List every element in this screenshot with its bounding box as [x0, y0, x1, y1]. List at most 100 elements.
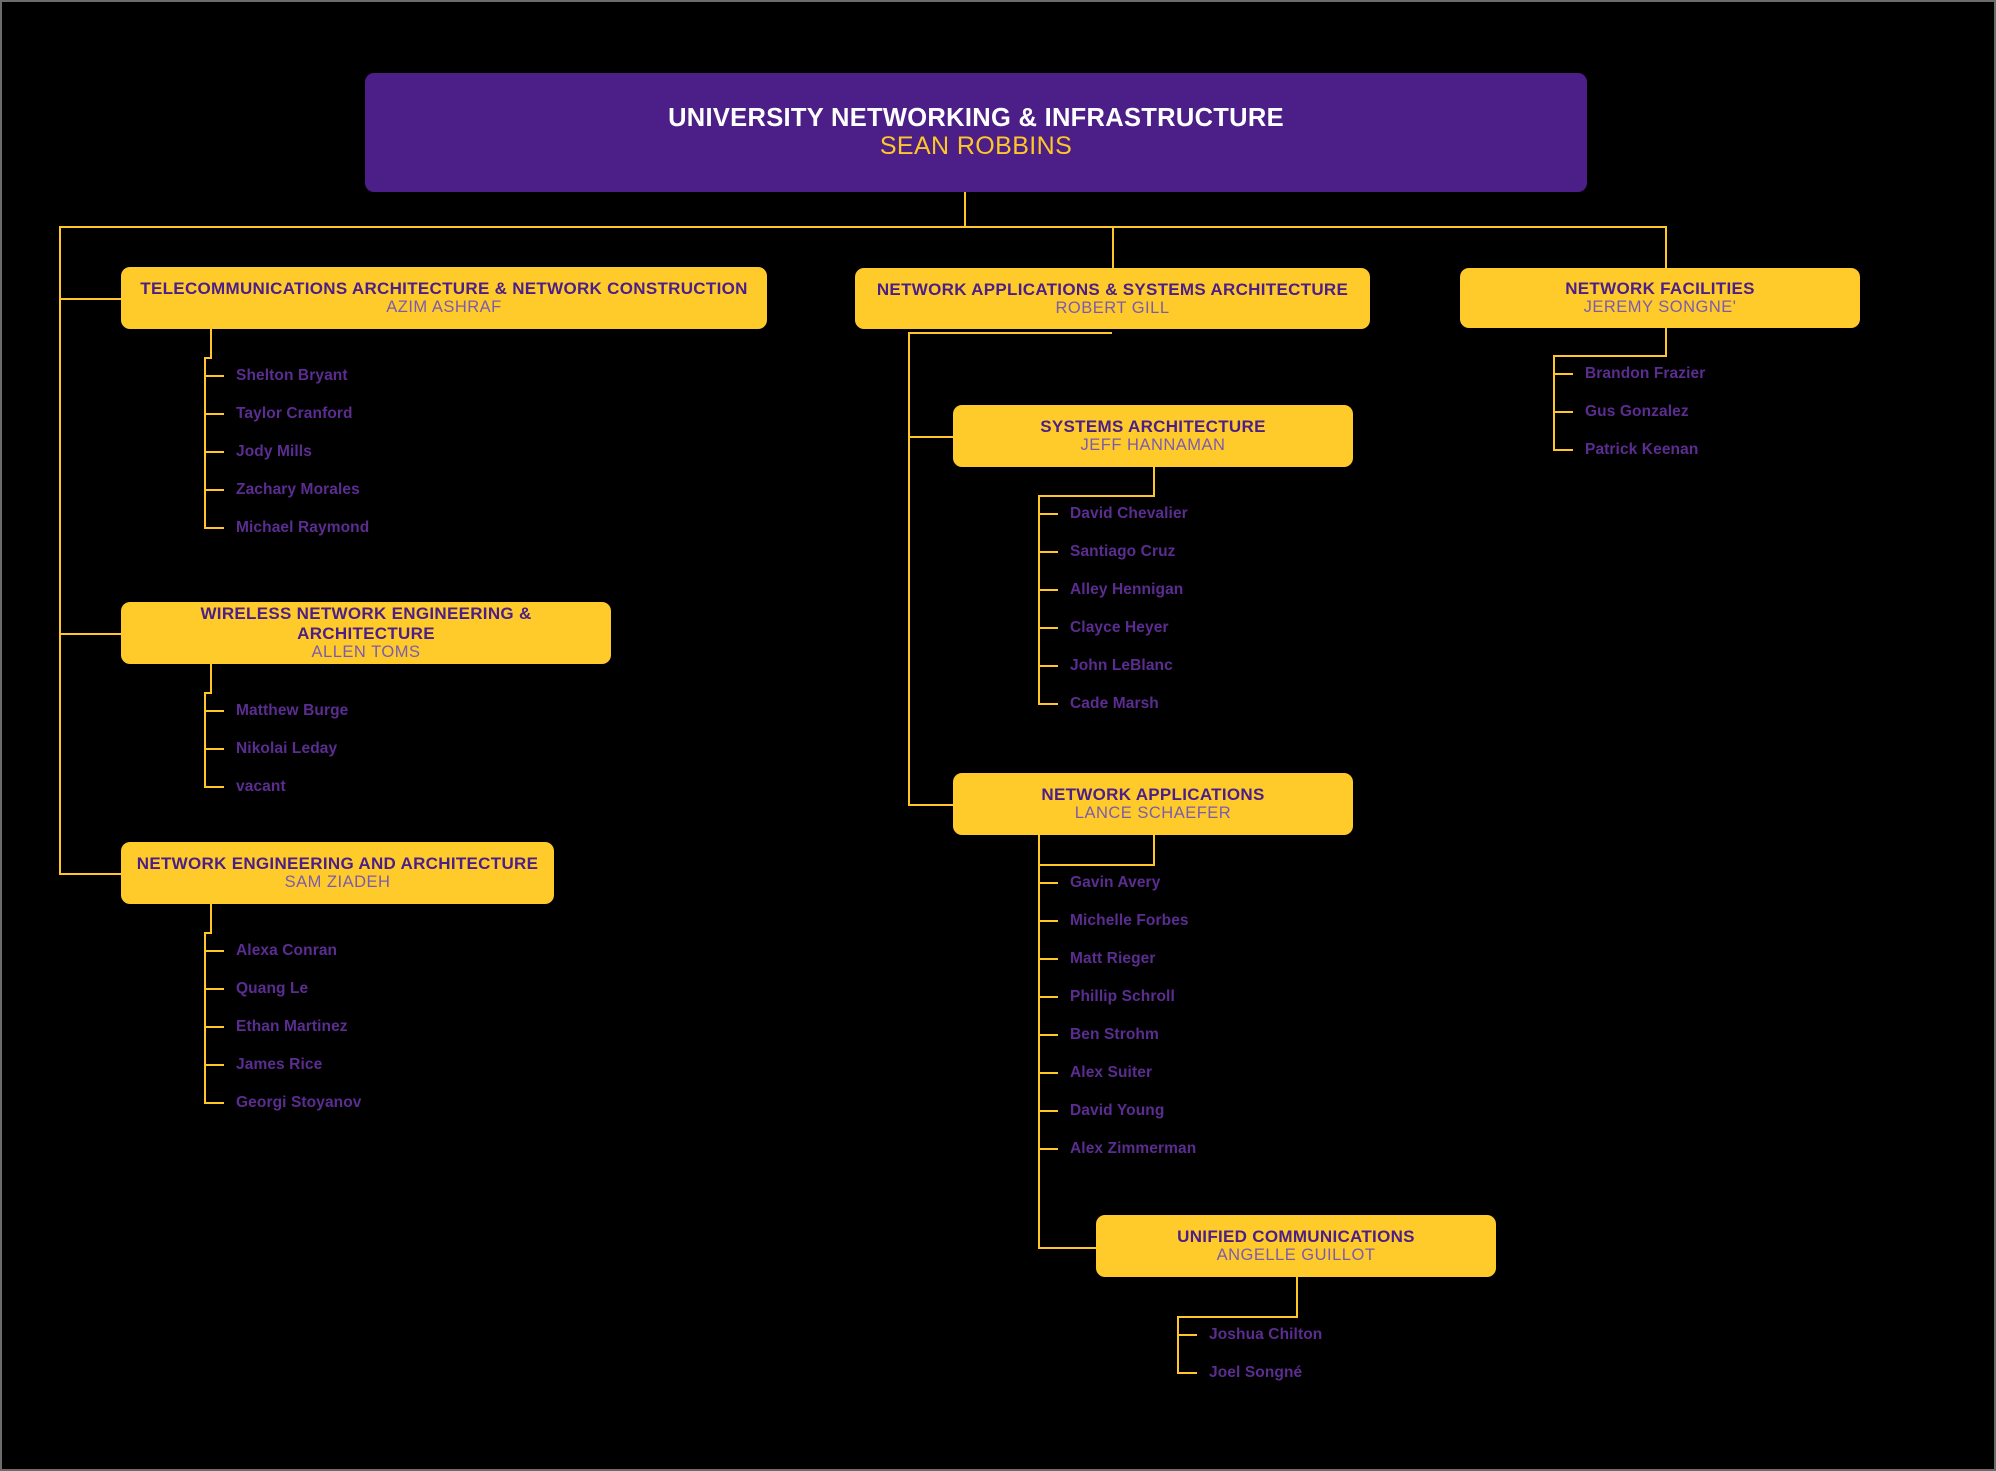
staff-item[interactable]: Ben Strohm: [1038, 1016, 1196, 1054]
staff-name: Zachary Morales: [236, 481, 360, 498]
staff-item[interactable]: Jody Mills: [204, 433, 369, 471]
node-netfac-name: JEREMY SONGNE': [1583, 298, 1737, 317]
staff-item[interactable]: Zachary Morales: [204, 471, 369, 509]
staff-item[interactable]: Gus Gonzalez: [1553, 393, 1705, 431]
staff-item[interactable]: Santiago Cruz: [1038, 533, 1188, 571]
connector-netfac-elbow: [1553, 355, 1667, 357]
staff-item[interactable]: Alexa Conran: [204, 932, 362, 970]
staff-tick-icon: [204, 451, 224, 453]
node-wireless-name: ALLEN TOMS: [311, 642, 421, 661]
staff-tick-icon: [1038, 1148, 1058, 1150]
staff-item[interactable]: Joel Songné: [1177, 1354, 1322, 1392]
node-wireless-title: WIRELESS NETWORK ENGINEERING & ARCHITECT…: [200, 604, 532, 643]
connector-to-netappsys: [1112, 226, 1114, 268]
staff-item[interactable]: Taylor Cranford: [204, 395, 369, 433]
staff-item[interactable]: Patrick Keenan: [1553, 431, 1705, 469]
staff-item[interactable]: Alley Hennigan: [1038, 571, 1188, 609]
staff-name: Alexa Conran: [236, 942, 338, 959]
staff-tick-icon: [1553, 449, 1573, 451]
staff-name: Nikolai Leday: [236, 740, 338, 757]
staff-tick-icon: [1553, 373, 1573, 375]
connector-to-telecom: [59, 298, 121, 300]
staff-name: John LeBlanc: [1070, 657, 1173, 674]
staff-item[interactable]: Shelton Bryant: [204, 357, 369, 395]
node-telecom-name: AZIM ASHRAF: [386, 298, 502, 317]
staff-name: Taylor Cranford: [236, 405, 353, 422]
connector-root-stem: [964, 192, 966, 227]
staff-tick-icon: [1038, 996, 1058, 998]
connector-to-sysarch: [908, 436, 953, 438]
staff-tick-icon: [204, 748, 224, 750]
node-unifiedcomm-name: ANGELLE GUILLOT: [1216, 1246, 1376, 1265]
connector-to-unifiedcomm: [1038, 1247, 1096, 1249]
staff-name: Ben Strohm: [1070, 1026, 1159, 1043]
staff-tick-icon: [1038, 920, 1058, 922]
connector-netappsys-stem: [908, 332, 1112, 334]
staff-name: Brandon Frazier: [1585, 365, 1706, 382]
staff-name: Patrick Keenan: [1585, 441, 1699, 458]
staff-tick-icon: [1038, 589, 1058, 591]
node-wireless-network-engineering[interactable]: WIRELESS NETWORK ENGINEERING & ARCHITECT…: [121, 602, 611, 664]
staff-item[interactable]: Gavin Avery: [1038, 864, 1196, 902]
staff-item[interactable]: Michelle Forbes: [1038, 902, 1196, 940]
staff-item[interactable]: Nikolai Leday: [204, 730, 348, 768]
staff-name: Gavin Avery: [1070, 874, 1161, 891]
staff-tick-icon: [1553, 411, 1573, 413]
staff-item[interactable]: Ethan Martinez: [204, 1008, 362, 1046]
staff-item[interactable]: Brandon Frazier: [1553, 355, 1705, 393]
staff-trunk: [204, 932, 206, 1103]
node-network-applications[interactable]: NETWORK APPLICATIONS LANCE SCHAEFER: [953, 773, 1353, 835]
node-netapps-name: LANCE SCHAEFER: [1074, 804, 1232, 823]
node-telecommunications-architecture[interactable]: TELECOMMUNICATIONS ARCHITECTURE & NETWOR…: [121, 267, 767, 329]
staff-item[interactable]: Cade Marsh: [1038, 685, 1188, 723]
node-root[interactable]: UNIVERSITY NETWORKING & INFRASTRUCTURE S…: [365, 73, 1587, 192]
staff-item[interactable]: Phillip Schroll: [1038, 978, 1196, 1016]
node-netengarch-title: NETWORK ENGINEERING AND ARCHITECTURE: [136, 854, 539, 873]
staff-item[interactable]: James Rice: [204, 1046, 362, 1084]
staff-item[interactable]: David Young: [1038, 1092, 1196, 1130]
connector-sysarch-stem: [1153, 467, 1155, 495]
staff-item[interactable]: Georgi Stoyanov: [204, 1084, 362, 1122]
staff-tick-icon: [1038, 1034, 1058, 1036]
node-unified-communications[interactable]: UNIFIED COMMUNICATIONS ANGELLE GUILLOT: [1096, 1215, 1496, 1277]
staff-trunk: [1553, 355, 1555, 450]
staff-item[interactable]: Matthew Burge: [204, 692, 348, 730]
node-network-engineering-and-architecture[interactable]: NETWORK ENGINEERING AND ARCHITECTURE SAM…: [121, 842, 554, 904]
connector-col1-rail: [59, 226, 61, 873]
staff-item[interactable]: vacant: [204, 768, 348, 806]
connector-unifiedcomm-stem: [1296, 1277, 1298, 1316]
staff-tick-icon: [204, 988, 224, 990]
node-systems-architecture[interactable]: SYSTEMS ARCHITECTURE JEFF HANNAMAN: [953, 405, 1353, 467]
staff-tick-icon: [1038, 551, 1058, 553]
staff-tick-icon: [1038, 513, 1058, 515]
staff-tick-icon: [204, 950, 224, 952]
staff-item[interactable]: Quang Le: [204, 970, 362, 1008]
connector-sysarch-elbow: [1038, 495, 1155, 497]
staff-item[interactable]: Alex Suiter: [1038, 1054, 1196, 1092]
staff-name: Santiago Cruz: [1070, 543, 1176, 560]
staff-item[interactable]: Michael Raymond: [204, 509, 369, 547]
staff-item[interactable]: Clayce Heyer: [1038, 609, 1188, 647]
staff-name: David Chevalier: [1070, 505, 1188, 522]
staff-item[interactable]: Joshua Chilton: [1177, 1316, 1322, 1354]
node-network-facilities[interactable]: NETWORK FACILITIES JEREMY SONGNE': [1460, 268, 1860, 328]
staff-name: James Rice: [236, 1056, 323, 1073]
staff-item[interactable]: Matt Rieger: [1038, 940, 1196, 978]
staff-name: Joshua Chilton: [1209, 1326, 1323, 1343]
staff-item[interactable]: David Chevalier: [1038, 495, 1188, 533]
staff-item[interactable]: Alex Zimmerman: [1038, 1130, 1196, 1168]
node-sysarch-title: SYSTEMS ARCHITECTURE: [1040, 417, 1266, 436]
staff-tick-icon: [1038, 882, 1058, 884]
connector-telecom-elbow: [204, 357, 212, 359]
connector-netapps-elbow: [1038, 864, 1155, 866]
staff-name: Ethan Martinez: [236, 1018, 348, 1035]
staff-item[interactable]: John LeBlanc: [1038, 647, 1188, 685]
staff-tick-icon: [204, 489, 224, 491]
node-network-applications-systems-architecture[interactable]: NETWORK APPLICATIONS & SYSTEMS ARCHITECT…: [855, 268, 1370, 329]
staff-name: Cade Marsh: [1070, 695, 1159, 712]
staff-name: Clayce Heyer: [1070, 619, 1169, 636]
